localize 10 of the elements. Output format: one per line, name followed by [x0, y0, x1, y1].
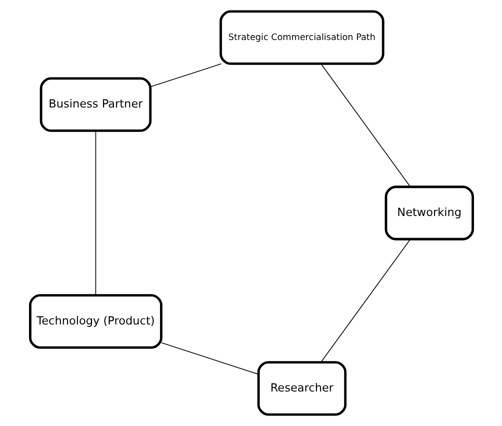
connector	[150, 63, 222, 88]
connector	[320, 63, 410, 188]
connector	[160, 342, 258, 375]
node-box: Strategic Commercialisation Path	[219, 10, 384, 65]
node-box: Business Partner	[39, 77, 152, 132]
node-box: Technology (Product)	[28, 294, 162, 349]
node-box: Researcher	[256, 361, 346, 416]
node-box: Networking	[384, 186, 474, 240]
connector	[320, 238, 410, 363]
connector	[94, 130, 96, 296]
